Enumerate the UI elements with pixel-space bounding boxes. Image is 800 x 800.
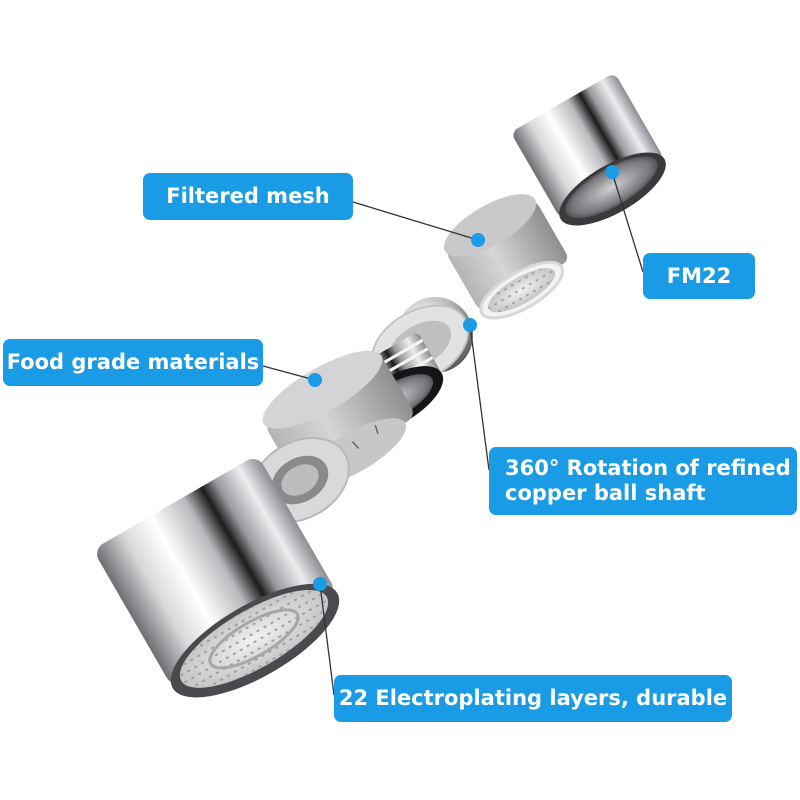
leader-rotation bbox=[469, 324, 490, 471]
label-fm22-text: FM22 bbox=[666, 263, 732, 288]
leader-lines bbox=[262, 171, 644, 696]
leader-fm22 bbox=[611, 171, 644, 273]
chrome-cap-component bbox=[513, 75, 666, 226]
label-rotation-line2: copper ball shaft bbox=[505, 481, 706, 505]
filter-mesh-component bbox=[443, 194, 568, 320]
leader-filtered-mesh bbox=[352, 201, 479, 241]
dot-rotation bbox=[463, 318, 477, 332]
dot-fm22 bbox=[605, 165, 619, 179]
label-rotation: 360° Rotation of refined copper ball sha… bbox=[489, 447, 797, 515]
leader-food-grade bbox=[262, 365, 316, 381]
callout-dots bbox=[308, 165, 619, 591]
label-filtered-mesh-text: Filtered mesh bbox=[166, 184, 330, 208]
leader-electroplating bbox=[319, 583, 335, 696]
dot-food-grade bbox=[308, 373, 322, 387]
label-electroplating: 22 Electroplating layers, durable bbox=[334, 675, 732, 722]
label-food-grade-text: Food grade materials bbox=[6, 350, 260, 374]
label-electroplating-text: 22 Electroplating layers, durable bbox=[338, 686, 728, 710]
label-rotation-line1: 360° Rotation of refined bbox=[505, 456, 791, 480]
dot-electroplating bbox=[313, 577, 327, 591]
chrome-body-component bbox=[97, 458, 340, 698]
label-food-grade: Food grade materials bbox=[3, 339, 263, 386]
label-fm22: FM22 bbox=[643, 253, 755, 299]
dot-filtered-mesh bbox=[471, 233, 485, 247]
label-filtered-mesh: Filtered mesh bbox=[143, 173, 353, 220]
